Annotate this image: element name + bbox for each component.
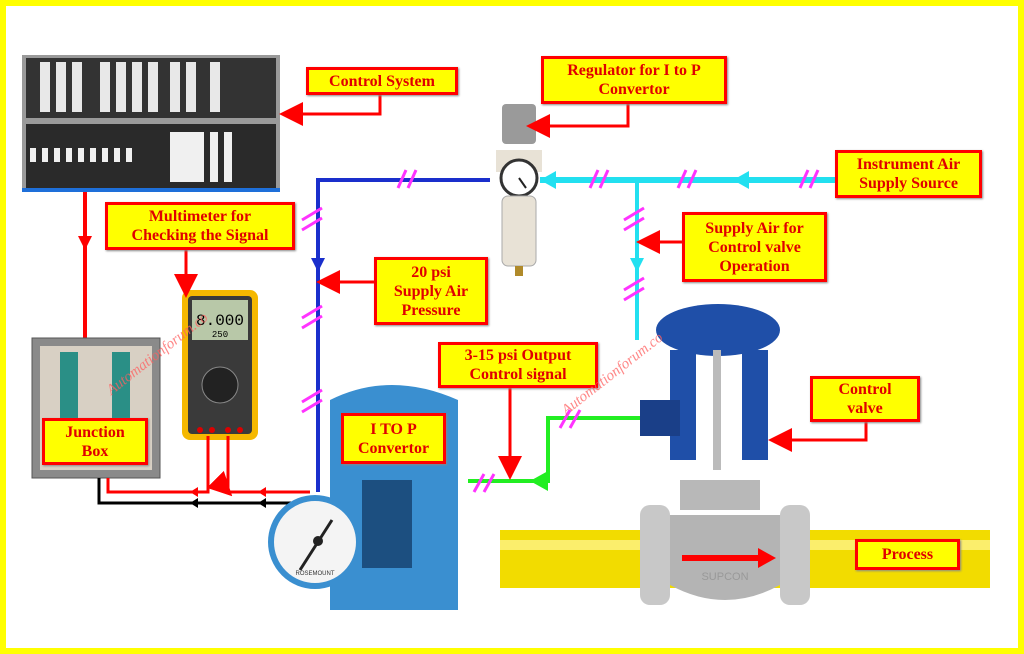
multimeter-subdisplay: 250 xyxy=(212,330,228,340)
label-line: valve xyxy=(847,400,883,417)
label-line: I TO P xyxy=(370,420,417,438)
label-line: Junction xyxy=(65,423,125,441)
label-line: 3-15 psi Output xyxy=(464,347,572,364)
label-regulator: Regulator for I to P Convertor xyxy=(541,56,727,104)
label-line: Multimeter for xyxy=(148,208,252,225)
label-line: Control signal xyxy=(469,366,567,383)
label-line: Supply Air for xyxy=(705,219,804,237)
label-control-system: Control System xyxy=(306,67,458,95)
label-process: Process xyxy=(855,539,960,570)
label-line: Pressure xyxy=(401,301,461,319)
valve-brand: SUPCON xyxy=(701,571,748,583)
label-line: Control System xyxy=(329,72,435,90)
label-line: Convertor xyxy=(357,439,430,457)
label-line: Supply Source xyxy=(859,175,958,192)
pneumatic-line-marks xyxy=(301,169,820,493)
control-valve-device: SUPCON xyxy=(640,304,810,605)
label-line: Instrument Air xyxy=(856,156,961,173)
multimeter-display: 8.000 xyxy=(196,312,244,330)
label-line: Control xyxy=(838,381,892,398)
label-line: Operation xyxy=(719,257,790,275)
label-line: Regulator for I to P xyxy=(567,62,701,79)
label-line: Convertor xyxy=(598,81,670,98)
multimeter-device: 8.000 250 xyxy=(182,290,258,440)
label-line: Box xyxy=(81,442,109,460)
control-system-panel xyxy=(22,55,280,192)
diagram-canvas: 8.000 250 xyxy=(6,6,1018,648)
label-line: Process xyxy=(881,546,934,563)
label-line: 20 psi xyxy=(411,263,451,281)
label-control-valve: Control valve xyxy=(810,376,920,422)
label-line: Supply Air xyxy=(393,282,469,300)
gauge-brand: ROSEMOUNT xyxy=(296,571,335,577)
air-regulator-device xyxy=(496,104,542,276)
label-line: Checking the Signal xyxy=(131,227,269,244)
label-line: Control valve xyxy=(708,238,801,256)
